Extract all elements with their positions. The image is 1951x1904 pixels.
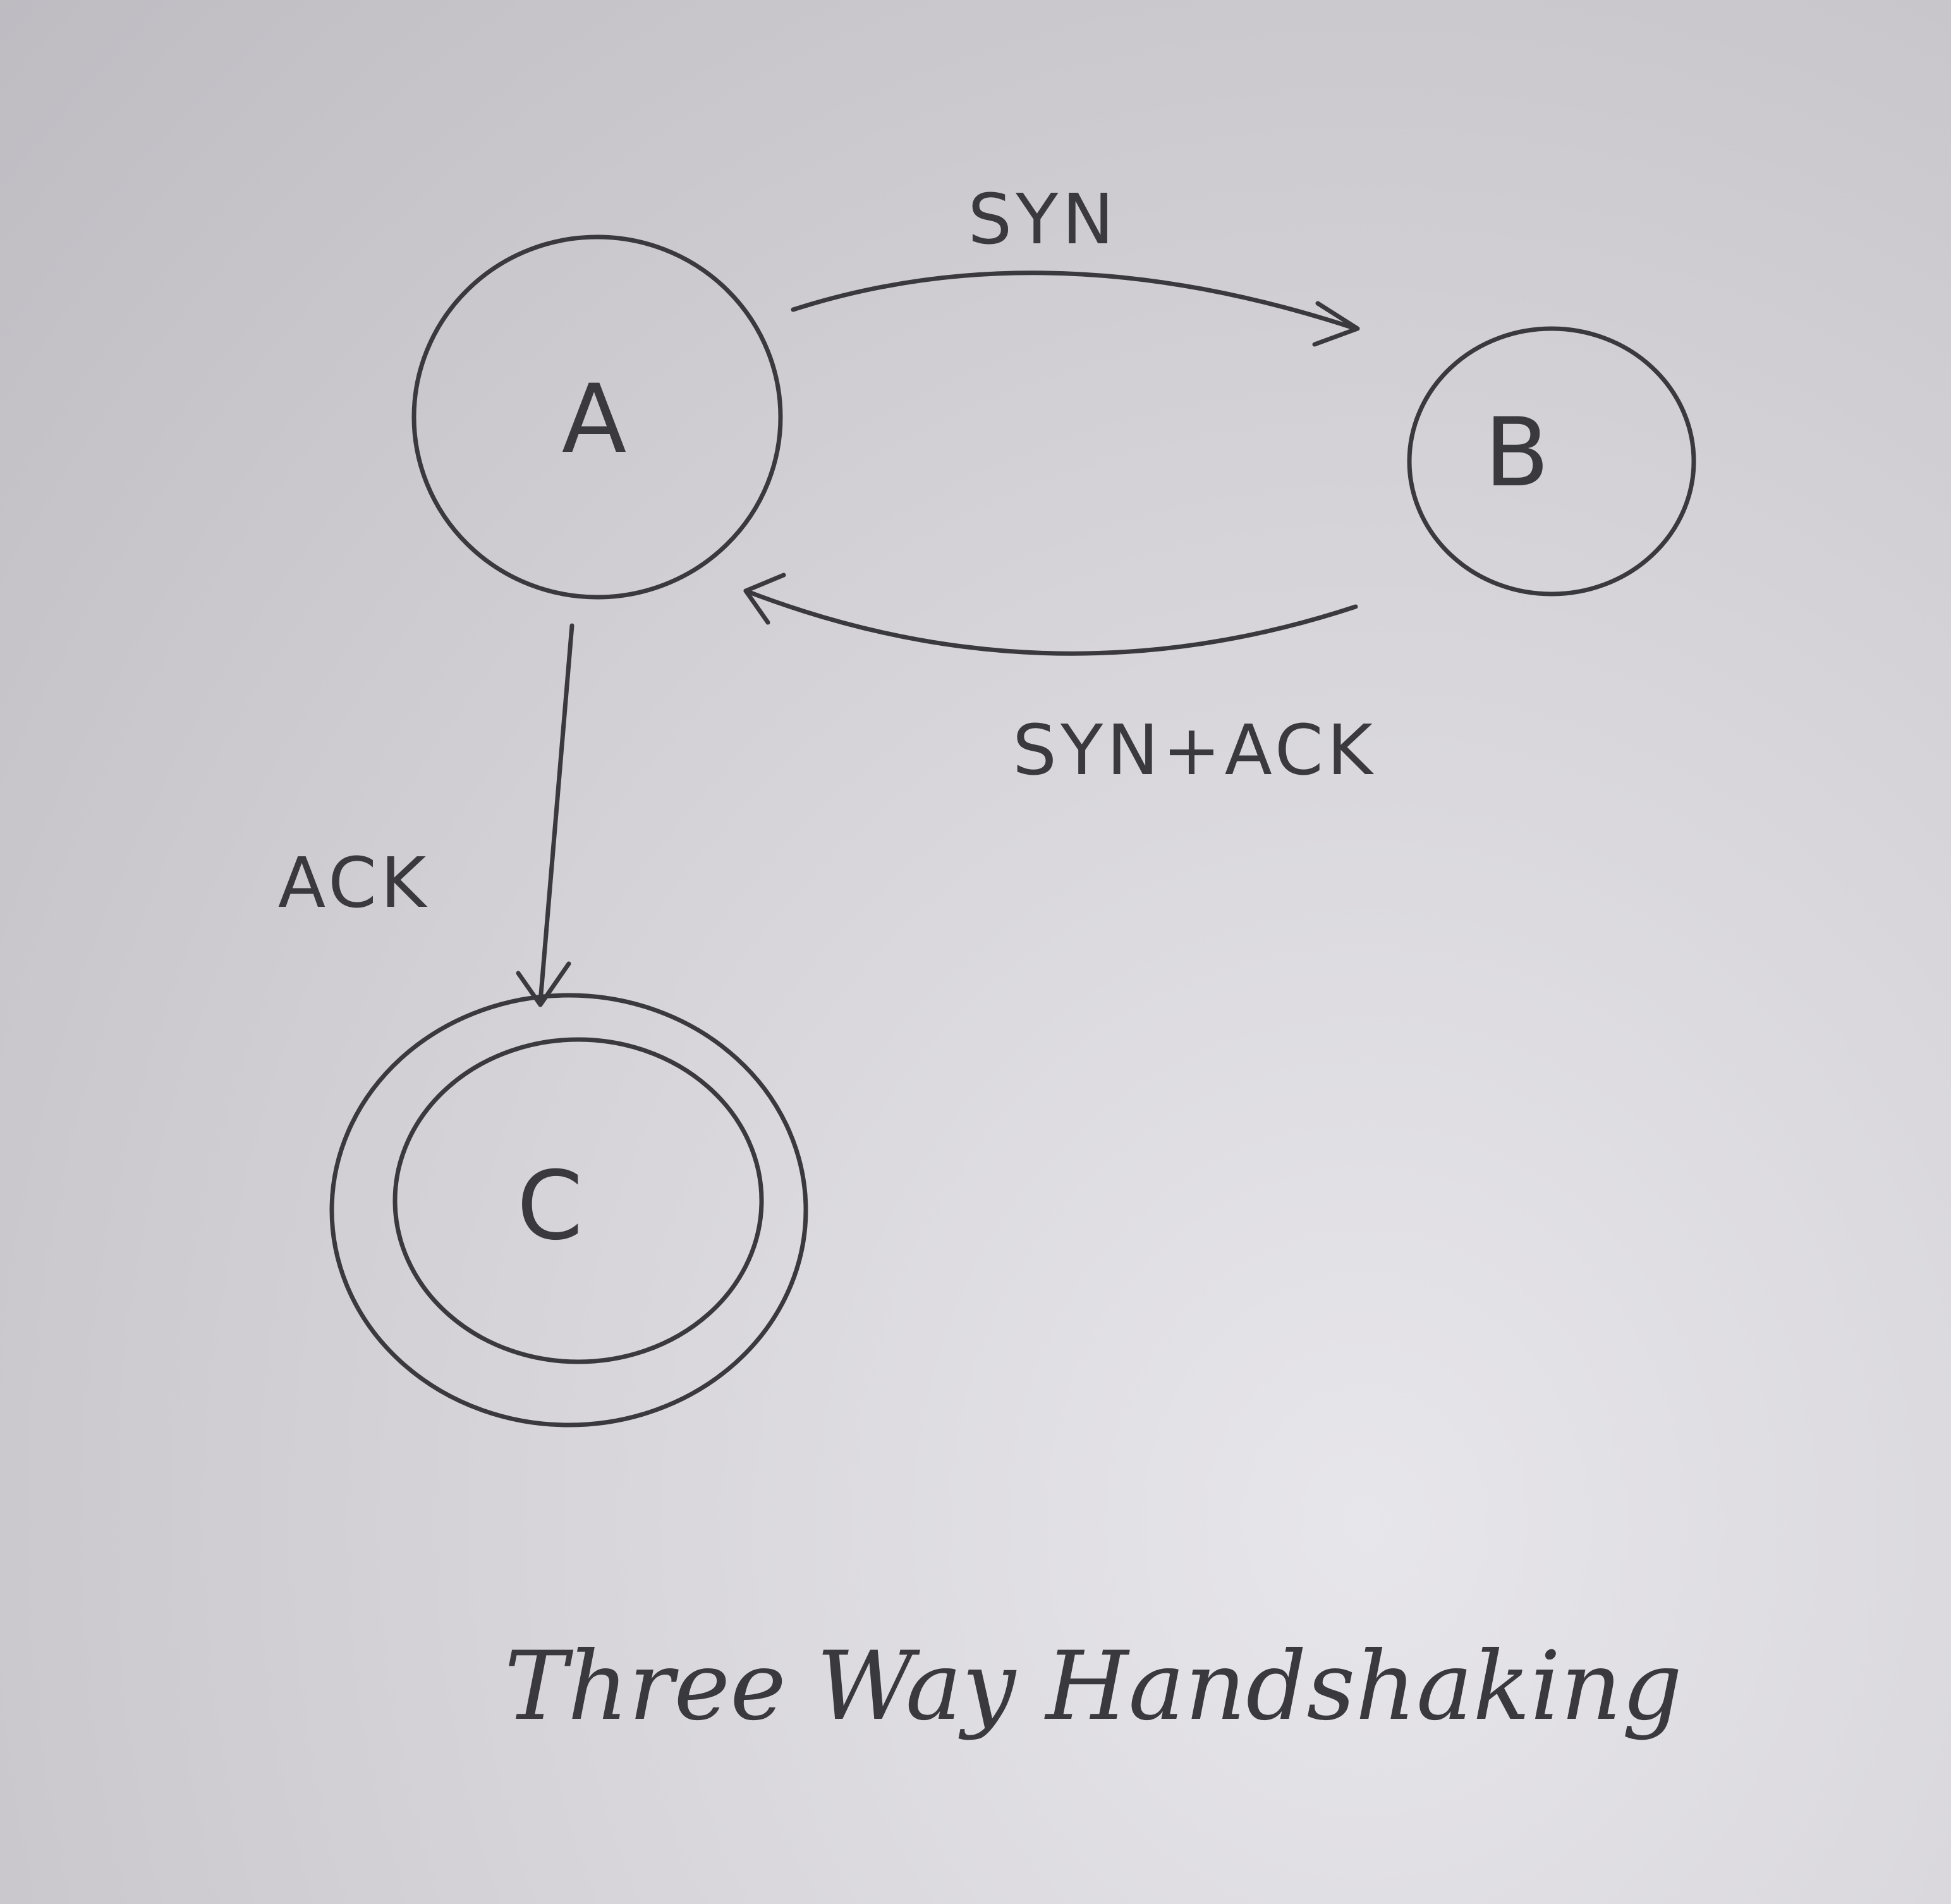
edge-b-to-a-label: SYN+ACK <box>1012 710 1377 791</box>
node-b: B <box>1407 326 1696 597</box>
edge-a-to-b: SYN <box>791 179 1360 347</box>
edge-b-to-a-line <box>743 588 1358 656</box>
node-c-inner-circle <box>392 1037 764 1364</box>
edge-a-to-c-arrowhead <box>516 961 571 1007</box>
diagram-caption: Three Way Handshaking <box>504 1632 1682 1742</box>
edge-a-to-c: ACK <box>278 623 574 1007</box>
node-c-outer-circle <box>329 993 808 1428</box>
edge-a-to-b-label: SYN <box>968 179 1117 260</box>
edge-b-to-a-arrowhead <box>743 573 786 625</box>
node-a-label: A <box>562 365 627 475</box>
node-b-label: B <box>1485 398 1550 508</box>
node-c-label: C <box>517 1151 583 1261</box>
node-b-circle <box>1407 326 1696 597</box>
edge-a-to-b-line <box>791 270 1358 331</box>
node-a-circle <box>411 234 783 600</box>
edge-a-to-c-line <box>538 623 574 1004</box>
node-c: C <box>329 993 808 1428</box>
edge-a-to-b-arrowhead <box>1312 301 1360 347</box>
node-a: A <box>411 234 783 600</box>
edge-a-to-c-label: ACK <box>278 842 430 923</box>
edge-b-to-a: SYN+ACK <box>743 573 1377 791</box>
